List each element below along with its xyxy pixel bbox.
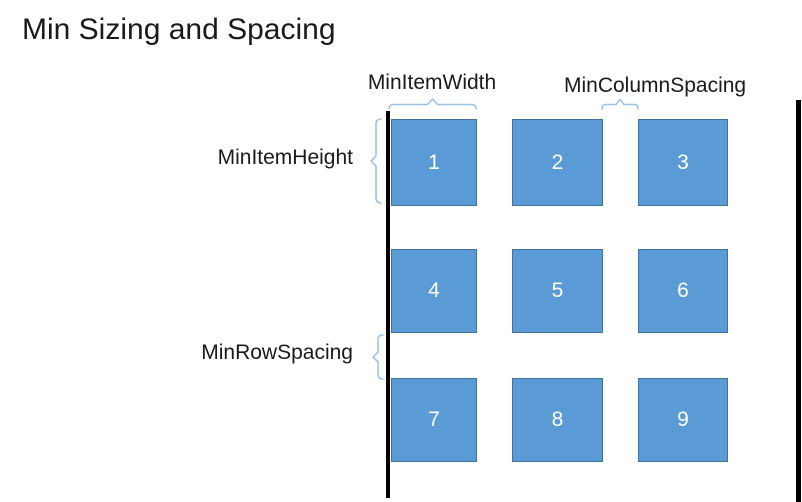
grid-item-4: 4: [391, 249, 477, 333]
min-item-height-brace-icon: [370, 118, 382, 204]
right-edge-line: [796, 100, 801, 502]
min-column-spacing-brace-icon: [601, 98, 639, 110]
grid-item-7: 7: [391, 378, 477, 462]
grid-item-5: 5: [512, 249, 603, 333]
grid-item-2: 2: [512, 119, 603, 206]
grid-item-9: 9: [638, 378, 728, 462]
slide-title: Min Sizing and Spacing: [22, 13, 336, 46]
grid-item-8: 8: [512, 378, 603, 462]
grid-item-3: 3: [638, 119, 728, 206]
min-item-width-brace-icon: [388, 98, 477, 110]
min-item-width-label: MinItemWidth: [367, 71, 497, 94]
min-row-spacing-brace-icon: [372, 334, 384, 380]
min-column-spacing-label: MinColumnSpacing: [564, 74, 747, 97]
min-item-height-label: MinItemHeight: [217, 146, 353, 169]
grid-item-1: 1: [391, 119, 477, 206]
left-edge-line: [386, 111, 390, 498]
grid-item-6: 6: [638, 249, 728, 333]
min-row-spacing-label: MinRowSpacing: [201, 341, 353, 364]
